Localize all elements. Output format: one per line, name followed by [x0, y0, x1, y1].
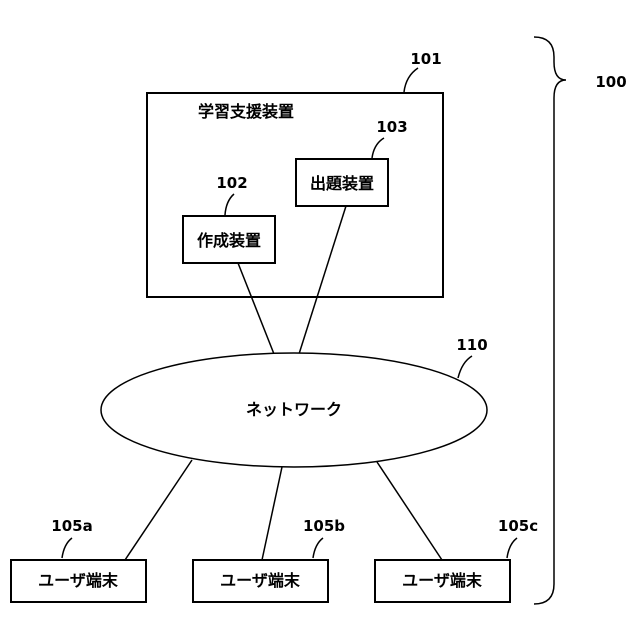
learning-support-ref: 101	[410, 50, 441, 68]
terminal-c-label: ユーザ端末	[402, 571, 483, 590]
terminal-a-label: ユーザ端末	[38, 571, 119, 590]
creation-device-ref: 102	[216, 174, 247, 192]
learning-support-title: 学習支援装置	[198, 102, 294, 121]
creation-device-label: 作成装置	[197, 231, 261, 250]
question-device-label: 出題装置	[310, 174, 374, 193]
network-to-terminal-b-line	[262, 467, 282, 560]
network-to-terminal-c-line	[377, 462, 442, 560]
question-device-ref: 103	[376, 118, 407, 136]
terminal-b-leader	[313, 538, 323, 558]
system-brace	[534, 37, 566, 604]
network-to-terminal-a-line	[125, 460, 192, 560]
terminal-c-ref: 105c	[498, 517, 538, 535]
terminal-c-leader	[507, 538, 517, 558]
network-label: ネットワーク	[246, 400, 342, 419]
terminal-b-ref: 105b	[303, 517, 345, 535]
system-ref: 100	[595, 73, 626, 91]
terminal-a-leader	[62, 538, 72, 558]
network-ref: 110	[456, 336, 487, 354]
learning-support-leader	[404, 68, 418, 92]
terminal-b-label: ユーザ端末	[220, 571, 301, 590]
network-leader	[458, 356, 472, 378]
terminal-a-ref: 105a	[51, 517, 92, 535]
